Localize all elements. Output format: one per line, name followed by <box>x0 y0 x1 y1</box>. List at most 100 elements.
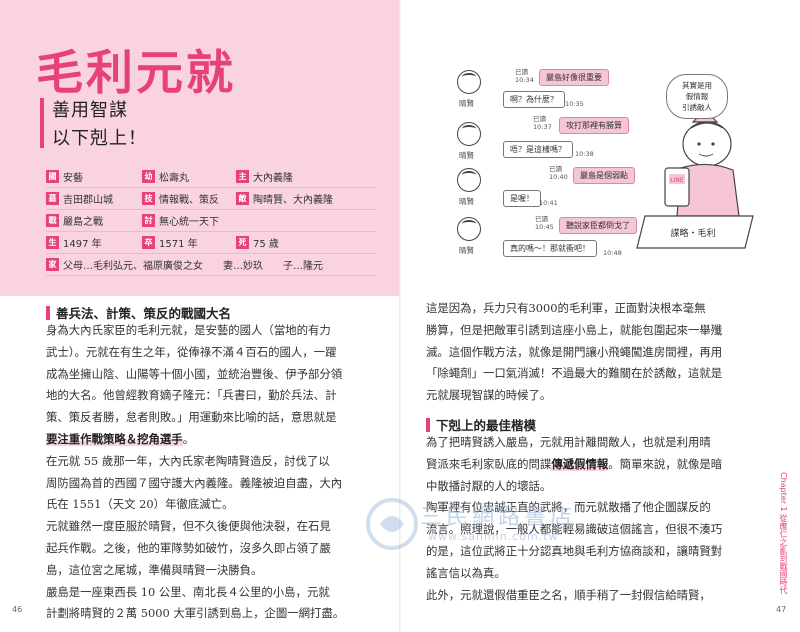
line: 武士）。元就在有生之年，從俸祿不滿４百石的國人，一躍 <box>46 344 337 359</box>
read-mark: 已讀 <box>549 165 562 173</box>
profile-value: 嚴島之戰 <box>63 217 103 228</box>
chat-bubble-received: 唔？是這樣嗎？ <box>503 141 573 158</box>
para1: 身為大內氏家臣的毛利元就，是安藝的國人（當地的有力 武士）。元就在有生之年，從俸… <box>46 320 372 451</box>
profile-row: 戰嚴島之戰 討無心統一天下 <box>46 210 376 232</box>
line: 起兵作戰。之後，他的軍隊勢如破竹，沒多久即占領了嚴 <box>46 540 331 555</box>
para4: 嚴島是一座東西長 10 公里、南北長４公里的小島，元就 計劃將晴賢的２萬 500… <box>46 582 372 626</box>
line-end: 。簡單來說，就像是暗 <box>608 456 723 471</box>
profile-value: 陶晴賢、大內義隆 <box>253 195 333 206</box>
profile-tag-icon: 卒 <box>142 236 155 249</box>
profile-value: 1497 年 <box>63 239 102 250</box>
avatar <box>457 168 481 192</box>
chat-bubble-sent: 嚴島是個弱點 <box>573 167 635 184</box>
profile-tag-icon: 技 <box>142 192 155 205</box>
chat-bubble-received: 啊？為什麼？ <box>503 91 565 108</box>
profile-cell: 卒 1571 年 <box>142 235 236 250</box>
time: 10:34 <box>515 76 534 84</box>
watermark-url: www.sanmin.com.tw <box>428 530 559 543</box>
watermark-circle <box>366 498 418 550</box>
profile-cell: 討無心統一天下 <box>142 213 376 228</box>
line: 的是，這位武將正十分認真地與毛利方協商談和，讓晴賢對 <box>426 543 723 558</box>
line: 氏在 1551（天文 20）年徹底滅亡。 <box>46 497 234 512</box>
profile-row: 國安藝幼松壽丸主大內義隆 <box>46 166 376 188</box>
page-number-left: 46 <box>12 605 23 614</box>
line: 策、策反者勝，怠者則敗。」用運動來比喻的話，意思就是 <box>46 410 337 425</box>
read-mark: 已讀 <box>533 115 546 123</box>
line: 中散播討厭的人的壞話。 <box>426 478 552 493</box>
right-body-text-1: 這是因為，兵力只有3000的毛利軍，正面對決根本毫無 勝算，但是把敵軍引誘到這座… <box>426 298 762 407</box>
subtitle-accent-bar <box>40 98 44 148</box>
line: 元就展現智謀的時候了。 <box>426 388 552 403</box>
watermark-logo <box>366 498 418 550</box>
profile-value: 1571 年 <box>159 239 198 250</box>
phone-screen <box>669 174 685 184</box>
line: 島，這位宮之尾城，準備與晴賢一決勝負。 <box>46 562 263 577</box>
time: 10:38 <box>575 150 594 158</box>
eye-left <box>697 142 701 146</box>
line: 計劃將晴賢的２萬 5000 大軍引誘到島上，企圖一網打盡。 <box>46 606 345 621</box>
line-start: 賢派來毛利家臥底的問諜 <box>426 456 552 471</box>
note-line: 假情報 <box>685 92 709 101</box>
eye-right <box>711 142 715 146</box>
profile-value: 安藝 <box>63 173 83 184</box>
read-mark: 已讀 <box>515 68 528 76</box>
para2: 為了把晴賢誘入嚴島，元就用計離間敵人，也就是利用晴 賢派來毛利家臥底的問諜傳遞假… <box>426 432 762 497</box>
para3: 陶軍裡有位忠誠正直的武將，而元就散播了他企圖謀反的 流言。照理說，一般人都能輕易… <box>426 497 762 584</box>
head-shape <box>682 121 732 167</box>
avatar <box>457 122 481 146</box>
chat-bubble-received: 真的嗎～！那就衝吧！ <box>503 240 597 257</box>
time: 10:35 <box>565 100 584 108</box>
profile-value: 松壽丸 <box>159 173 189 184</box>
avatar-name: 晴賢 <box>459 197 474 206</box>
para3: 元就雖然一度臣服於晴賢，但不久後便與他決裂，在石見 起兵作戰。之後，他的軍隊勢如… <box>46 516 372 581</box>
profile-table: 國安藝幼松壽丸主大內義隆墓吉田郡山城技情報戰、策反敵陶晴賢、大內義隆戰嚴島之戰討… <box>46 166 376 276</box>
chat-bubble-received: 是喔！ <box>503 190 541 207</box>
chat-bubble-sent: 嚴島好像很重要 <box>539 69 609 86</box>
chat-bubble-sent: 聽說家臣都倒戈了 <box>559 217 637 234</box>
heading-accent-bar <box>426 417 430 432</box>
section-heading-left: 善兵法、計策、策反的戰國大名 <box>46 303 231 322</box>
read-mark: 已讀 <box>535 215 548 223</box>
profile-tag-icon: 敵 <box>236 192 249 205</box>
line: 元就雖然一度臣服於晴賢，但不久後便與他決裂，在石見 <box>46 519 331 534</box>
hair-line <box>690 122 724 129</box>
profile-tag-icon: 主 <box>236 170 249 183</box>
time: 10:40 <box>549 173 568 181</box>
line: 滅。這個作戰方法，就像是開門讓小飛蠅闖進房間裡，再用 <box>426 344 723 359</box>
title-panel <box>0 0 399 296</box>
body-shape <box>676 163 740 217</box>
watermark-text: 三民網路書店 <box>420 505 577 530</box>
line: 謠言信以為真。 <box>426 565 506 580</box>
subtitle-line-2: 以下剋上！ <box>52 128 147 149</box>
section-heading-text: 善兵法、計策、策反的戰國大名 <box>56 306 232 321</box>
avatar-name: 晴賢 <box>459 99 474 108</box>
profile-value: 吉田郡山城 <box>63 195 113 206</box>
avatar-name: 晴賢 <box>459 246 474 255</box>
page-number-right: 47 <box>776 605 787 614</box>
profile-tag-icon: 生 <box>46 236 59 249</box>
phone-icon <box>664 167 690 207</box>
profile-cell: 幼松壽丸 <box>142 169 236 184</box>
line: 這是因為，兵力只有3000的毛利軍，正面對決根本毫無 <box>426 301 706 315</box>
line: 地的大名。他曾經教育嫡子隆元：「兵書曰，勤於兵法、計 <box>46 388 337 403</box>
heading-accent-bar <box>46 305 50 320</box>
para4: 此外，元就還假借重臣之名，順手稍了一封假信給晴賢， <box>426 585 762 607</box>
section-heading-right: 下剋上的最佳楷模 <box>426 415 536 434</box>
line: 為了把晴賢誘入嚴島，元就用計離間敵人，也就是利用晴 <box>426 435 711 449</box>
chapter-title: 毛利元就 <box>36 46 236 101</box>
highlight-text: 要注重作戰策略＆挖角選手 <box>46 431 183 446</box>
profile-tag-icon: 戰 <box>46 214 59 227</box>
phone-label: LINE <box>670 177 684 184</box>
section-heading-text: 下剋上的最佳楷模 <box>436 418 537 433</box>
left-body-text: 身為大內氏家臣的毛利元就，是安藝的國人（當地的有力 武士）。元就在有生之年，從俸… <box>46 320 372 625</box>
profile-tag-icon: 幼 <box>142 170 155 183</box>
profile-value: 無心統一天下 <box>159 217 219 228</box>
subtitle-line-1: 善用智謀 <box>52 100 128 121</box>
time: 10:48 <box>603 249 622 257</box>
line-end: 。 <box>182 431 195 446</box>
note-line: 引誘敵人 <box>682 103 712 112</box>
